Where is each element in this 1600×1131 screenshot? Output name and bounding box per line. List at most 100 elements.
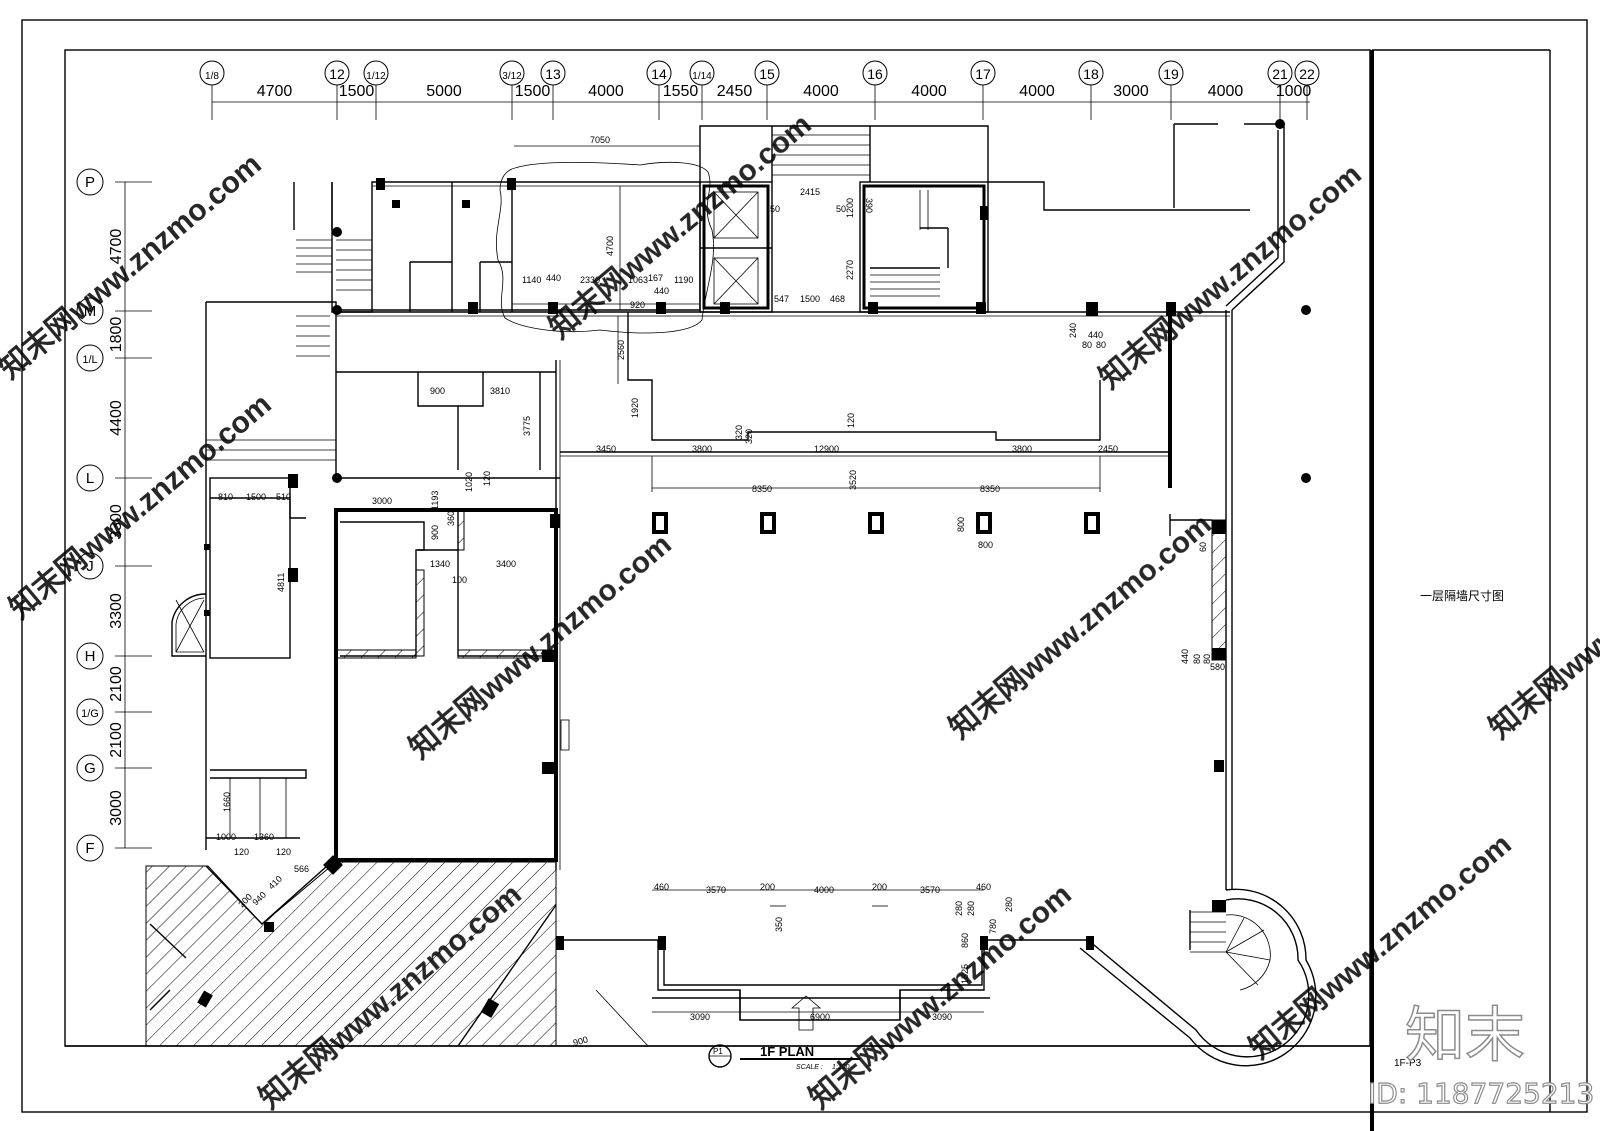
- top-dim-label: 1500: [339, 83, 375, 100]
- dim-label: 900: [572, 1034, 589, 1048]
- dim-label: 12900: [814, 444, 839, 454]
- dim-label: 390: [864, 198, 874, 213]
- grid-tag-21: 21: [1267, 60, 1293, 120]
- left-dim-label: 2100: [108, 722, 125, 758]
- top-dim-label: 4000: [1019, 83, 1055, 100]
- left-dim-label: 3000: [108, 790, 125, 826]
- dim-label: 3090: [932, 1012, 952, 1022]
- dim-label: 3810: [490, 386, 510, 396]
- dim-label: 860: [960, 933, 970, 948]
- dim-label: 440: [654, 286, 669, 296]
- grid-tag-label: 1/L: [82, 354, 97, 366]
- top-dim-label: 3000: [1113, 83, 1149, 100]
- grid-tag-18: 18: [1078, 60, 1104, 120]
- sheet-title: 一层隔墙尺寸图: [1420, 589, 1504, 603]
- watermark-text: 知末网www.znzmo.com: [803, 878, 1077, 1116]
- dim-label: 6900: [810, 1012, 830, 1022]
- dim-label: 8350: [752, 484, 772, 494]
- dim-label: 460: [654, 882, 669, 892]
- dim-label: 80: [1192, 654, 1202, 664]
- dim-label: 3800: [1012, 444, 1032, 454]
- dim-label: 580: [1210, 662, 1225, 672]
- dim-label: 280: [1004, 897, 1014, 912]
- dim-label: 1193: [430, 491, 440, 510]
- dim-label: 50: [836, 204, 846, 214]
- building-walls: [145, 123, 1317, 1067]
- top-dim-label: 1500: [515, 83, 551, 100]
- dim-label: 1500: [800, 294, 820, 304]
- dim-label: 2560: [616, 340, 626, 360]
- plan-dimension-labels: 7050 2415 390 50 50 1200 2270 4700 1140 …: [216, 135, 1225, 1048]
- grid-tag-15: 15: [754, 60, 780, 120]
- left-dim-label: 3300: [108, 593, 125, 629]
- plan-name: 1F PLAN: [760, 1044, 814, 1059]
- grid-tag-L: L: [76, 464, 152, 492]
- grid-tag-label: 21: [1272, 66, 1288, 82]
- dim-label: 410: [266, 874, 284, 892]
- west-stair: [293, 182, 372, 357]
- grid-tag-22: 22: [1294, 60, 1320, 120]
- dim-label: 2450: [1098, 444, 1118, 454]
- grid-tag-label: 1/14: [692, 71, 712, 82]
- dim-label: 2415: [800, 187, 820, 197]
- top-dim-label: 4700: [257, 83, 293, 100]
- grid-tag-label: P: [85, 174, 95, 191]
- dim-label: 8350: [980, 484, 1000, 494]
- dim-label: 800: [956, 517, 966, 532]
- grid-tag-M: M: [76, 297, 152, 325]
- dim-label: 1360: [254, 832, 274, 842]
- grid-tag-label: G: [84, 760, 96, 777]
- dim-label: 7050: [590, 135, 610, 145]
- dim-label: 460: [976, 882, 991, 892]
- dim-label: 1660: [222, 792, 232, 812]
- dim-label: 4700: [605, 236, 615, 256]
- grid-tag-14: 14: [646, 60, 672, 120]
- dim-label: 1020: [464, 472, 474, 492]
- east-stair: [870, 190, 949, 297]
- dim-label: 200: [872, 882, 887, 892]
- grid-tag-label: M: [84, 303, 97, 320]
- dim-label: 320: [734, 425, 744, 440]
- dim-label: 900: [430, 386, 445, 396]
- dim-label: 120: [234, 847, 249, 857]
- dim-label: 3570: [920, 885, 940, 895]
- dim-label: 167: [648, 273, 663, 283]
- grid-tag-H: H: [76, 642, 152, 670]
- dim-label: 566: [294, 864, 309, 874]
- dim-label: 2270: [845, 260, 855, 280]
- dim-label: 1920: [630, 398, 640, 418]
- dim-label: 2330: [580, 275, 600, 285]
- grid-tag-17: 17: [970, 60, 996, 120]
- dim-label: 1200: [845, 198, 855, 218]
- dim-label: 3090: [690, 1012, 710, 1022]
- dim-label: 3800: [692, 444, 712, 454]
- dim-label: 510: [276, 492, 291, 502]
- grid-tag-label: 3/12: [502, 71, 522, 82]
- dim-label: 3400: [496, 559, 516, 569]
- top-dim-label: 5000: [426, 83, 462, 100]
- dim-label: 780: [988, 919, 998, 934]
- dim-label: 468: [830, 294, 845, 304]
- dim-label: 280: [954, 901, 964, 916]
- dim-label: 440: [546, 273, 561, 283]
- dim-label: 100: [452, 575, 467, 585]
- dim-label: 800: [978, 540, 993, 550]
- dim-label: 3520: [848, 470, 858, 490]
- plan-title: P1 1F PLAN SCALE : 1:100: [708, 1044, 860, 1071]
- grid-tag-label: 16: [867, 66, 883, 82]
- left-dim-label: 1800: [108, 317, 125, 353]
- sheet-number: 1F-P3: [1394, 1058, 1422, 1069]
- dim-label: 3000: [372, 496, 392, 506]
- grid-tag-label: 13: [545, 66, 561, 82]
- left-dim-label: 3300: [108, 504, 125, 540]
- grid-tag-label: 17: [975, 66, 991, 82]
- left-dim-label: 4400: [108, 400, 125, 436]
- dim-label: 200: [760, 882, 775, 892]
- dim-label: 440: [1180, 649, 1190, 664]
- grid-tag-label: 19: [1163, 66, 1179, 82]
- top-dim-label: 1550: [663, 83, 699, 100]
- grid-tag-F: F: [76, 834, 152, 862]
- grid-tag-label: 18: [1083, 66, 1099, 82]
